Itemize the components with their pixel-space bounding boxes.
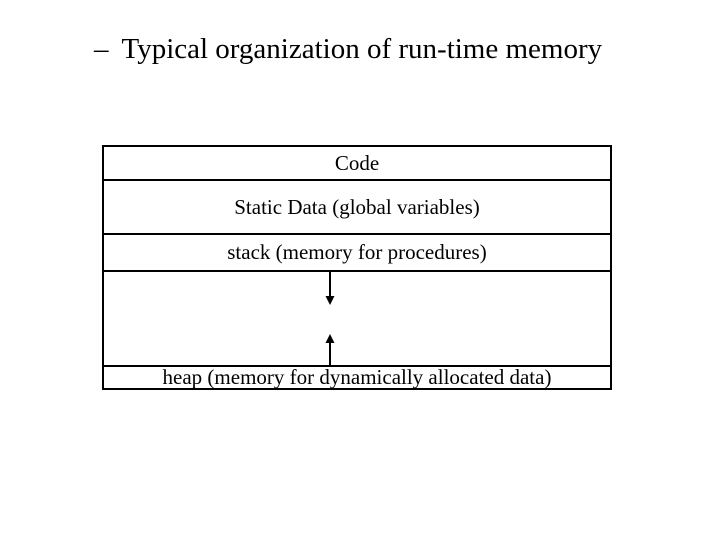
memory-diagram: Code Static Data (global variables) stac… (102, 145, 612, 390)
title-text: Typical organization of run-time memory (121, 33, 603, 65)
memory-region-label: stack (memory for procedures) (227, 240, 487, 264)
title-bullet-dash: – (94, 33, 109, 65)
up-arrow-icon (325, 334, 335, 365)
memory-region-label: Code (334, 150, 380, 175)
memory-region-growth-gap (104, 272, 610, 367)
memory-region-label: Static Data (global variables) (234, 194, 480, 219)
stack-heap-growth-arrows (325, 272, 335, 365)
memory-region-label: heap (memory for dynamically allocated d… (162, 365, 552, 389)
memory-region-static-data: Static Data (global variables) (104, 181, 610, 235)
down-arrow-icon (325, 272, 335, 305)
memory-region-heap: heap (memory for dynamically allocated d… (104, 367, 610, 388)
memory-region-code: Code (104, 147, 610, 181)
slide-title: – Typical organization of run-time memor… (94, 33, 602, 66)
memory-region-stack: stack (memory for procedures) (104, 235, 610, 272)
